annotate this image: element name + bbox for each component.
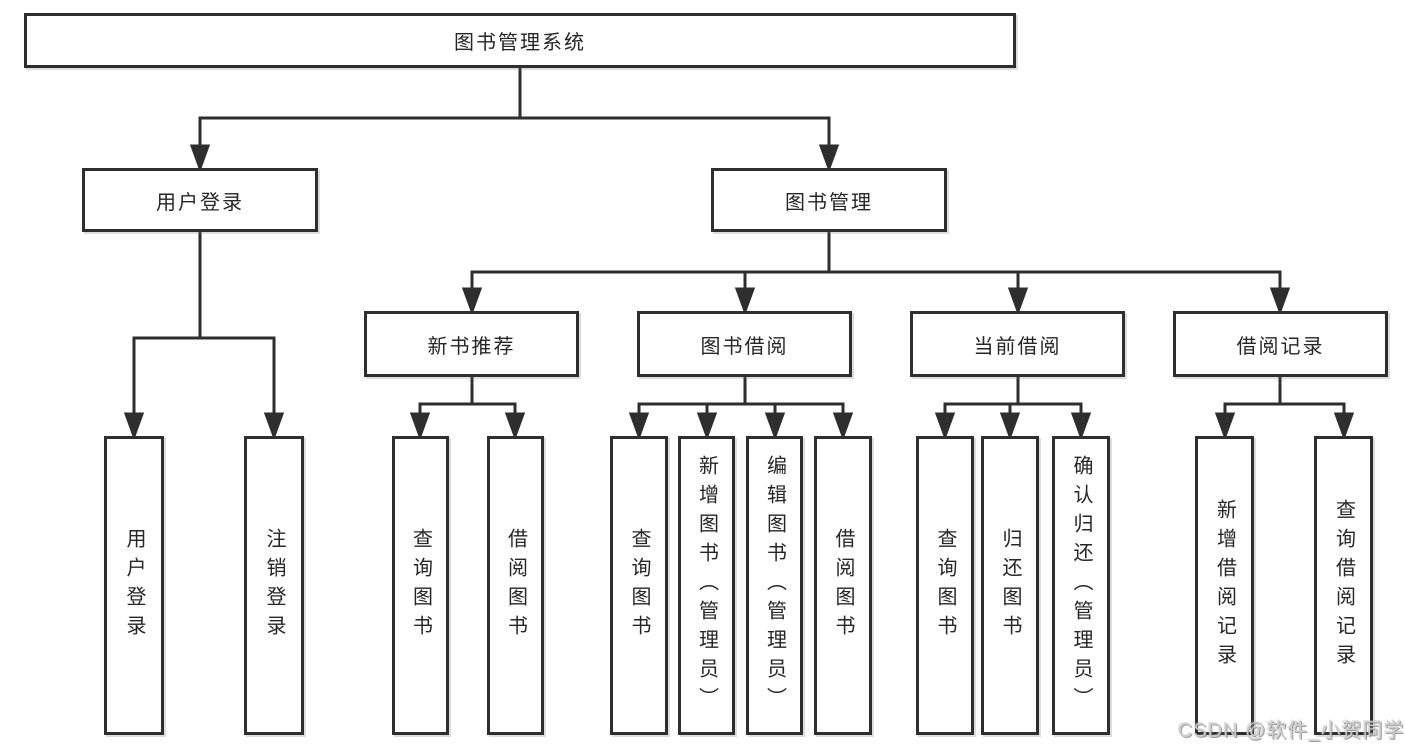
leaf-borrow-add-books-admin: 新增图书（管理员）	[678, 436, 735, 735]
leaf-records-add-record: 新增借阅记录	[1195, 436, 1254, 735]
connector-records-to-leaves	[1214, 375, 1355, 441]
leaf-borrow-query-books: 查询图书	[610, 436, 668, 735]
connector-login-to-leaves	[123, 230, 285, 441]
connector-current-to-leaves	[934, 375, 1092, 441]
connector-root-to-level2	[189, 66, 840, 173]
node-borrow-records: 借阅记录	[1173, 311, 1388, 377]
node-new-book-recommend: 新书推荐	[364, 311, 579, 377]
leaf-current-return-books: 归还图书	[981, 436, 1039, 735]
leaf-newbook-borrow-books: 借阅图书	[487, 436, 544, 735]
leaf-records-query-record: 查询借阅记录	[1314, 436, 1373, 735]
leaf-newbook-query-books: 查询图书	[392, 436, 449, 735]
leaf-logout: 注销登录	[244, 436, 304, 735]
connector-borrow-to-leaves	[628, 375, 854, 441]
leaf-current-query-books: 查询图书	[916, 436, 974, 735]
node-user-login: 用户登录	[82, 168, 318, 232]
node-current-borrow: 当前借阅	[910, 311, 1125, 377]
leaf-current-confirm-return-admin: 确认归还（管理员）	[1052, 436, 1110, 735]
leaf-user-login: 用户登录	[104, 436, 164, 735]
node-book-borrow: 图书借阅	[637, 311, 852, 377]
node-book-management: 图书管理	[711, 168, 947, 232]
node-library-system-root: 图书管理系统	[24, 13, 1016, 68]
connector-bookmgmt-to-level3	[461, 230, 1291, 316]
leaf-borrow-borrow-books: 借阅图书	[814, 436, 872, 735]
csdn-watermark: CSDN @软件_小贺同学	[1178, 720, 1405, 742]
connector-newbook-to-leaves	[409, 375, 526, 441]
leaf-borrow-edit-books-admin: 编辑图书（管理员）	[746, 436, 803, 735]
